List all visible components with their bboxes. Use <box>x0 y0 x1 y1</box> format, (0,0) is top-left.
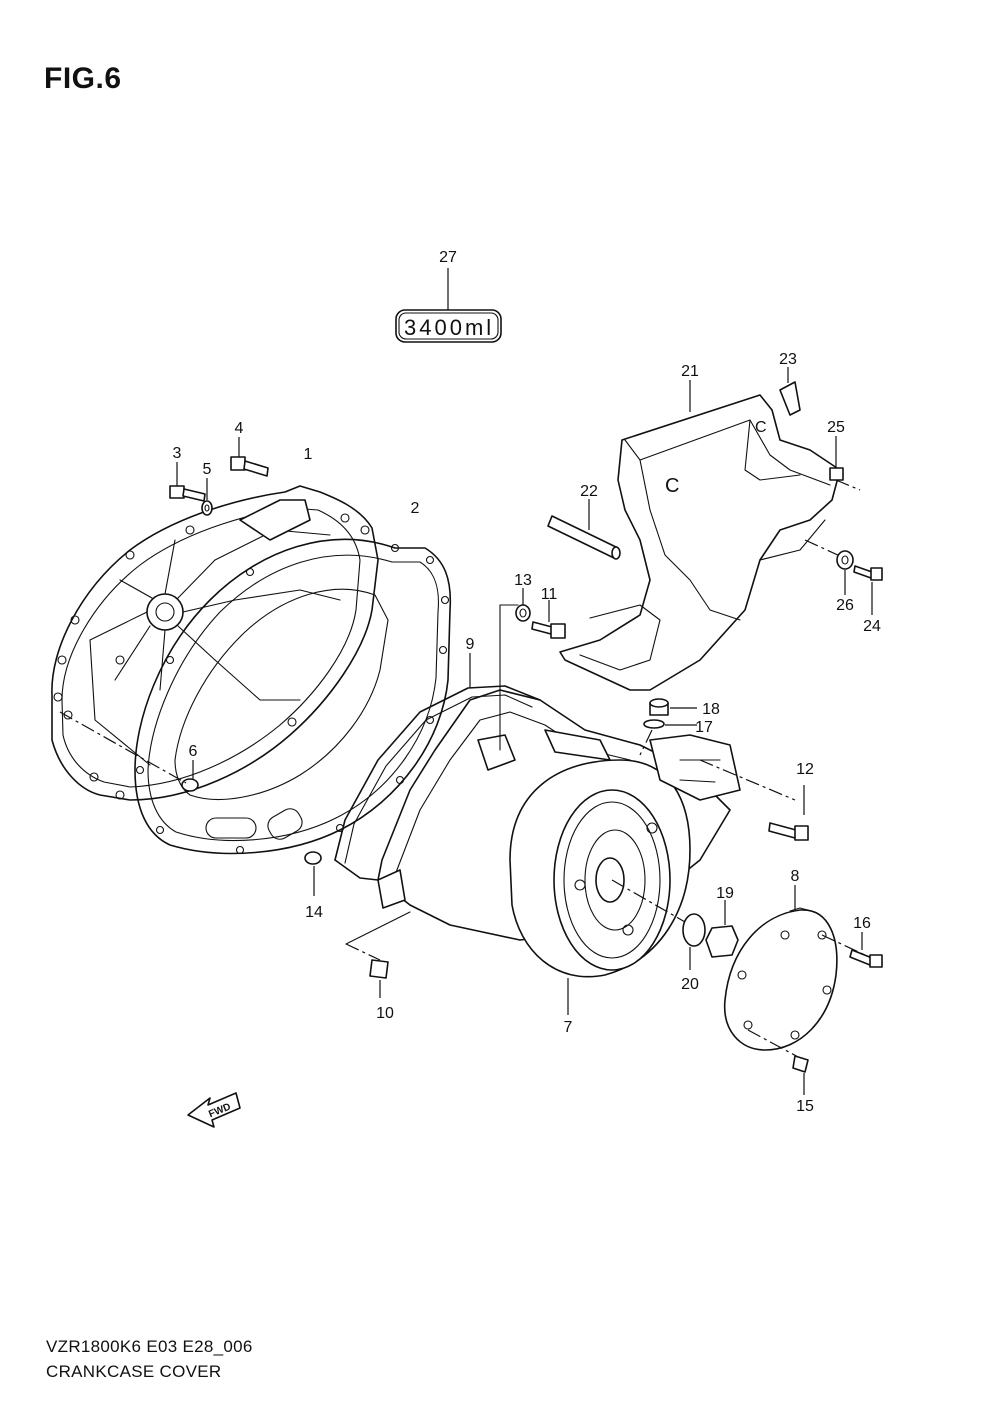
bolt-4 <box>230 437 269 477</box>
callout-15: 15 <box>796 1098 814 1115</box>
callout-24: 24 <box>863 618 881 635</box>
figure-title: FIG.6 <box>44 62 122 95</box>
callout-labels: 1 2 3 4 5 6 7 8 9 10 11 12 13 14 15 16 1… <box>173 249 881 1115</box>
callout-23: 23 <box>779 351 797 368</box>
callout-2: 2 <box>411 500 420 517</box>
o-ring-17 <box>639 719 697 756</box>
grommet-25 <box>829 436 861 491</box>
o-ring-20 <box>611 879 706 970</box>
bolt-24 <box>853 565 883 615</box>
callout-14: 14 <box>305 904 323 921</box>
bolt-16 <box>821 932 883 968</box>
svg-text:C: C <box>665 475 679 497</box>
pin-22 <box>547 499 621 560</box>
bolt-11 <box>531 600 566 639</box>
callout-5: 5 <box>203 461 212 478</box>
callout-1: 1 <box>304 446 313 463</box>
bolt-15 <box>747 1029 809 1095</box>
grommet-26 <box>804 539 854 595</box>
callout-4: 4 <box>235 420 244 437</box>
crankcase-cover-shroud: C C <box>559 380 841 691</box>
callout-26: 26 <box>836 597 854 614</box>
figure-footer: VZR1800K6 E03 E28_006 CRANKCASE COVER <box>46 1334 253 1384</box>
dowel-14 <box>304 851 322 896</box>
callout-20: 20 <box>681 976 699 993</box>
crankcase-cover-gasket <box>134 538 452 855</box>
callout-27: 27 <box>439 249 457 266</box>
fwd-arrow-icon: FWD <box>187 1092 241 1128</box>
callout-22: 22 <box>580 483 598 500</box>
seal-13 <box>499 588 531 751</box>
svg-text:C: C <box>755 419 767 436</box>
plug-18 <box>649 698 697 716</box>
bolt-12 <box>699 759 809 841</box>
plug-19 <box>705 900 739 958</box>
callout-11: 11 <box>541 586 558 603</box>
crankcase-cover-main <box>377 689 741 1015</box>
callout-12: 12 <box>796 761 814 778</box>
callout-8: 8 <box>791 868 800 885</box>
callout-18: 18 <box>702 701 720 718</box>
callout-17: 17 <box>695 719 713 736</box>
oil-quantity-box: 3400ml <box>395 268 502 343</box>
callout-3: 3 <box>173 445 182 462</box>
callout-9: 9 <box>466 636 475 653</box>
main-cover-gasket <box>334 653 541 881</box>
model-code: VZR1800K6 E03 E28_006 <box>46 1337 253 1356</box>
clutch-cover-cap <box>723 885 838 1051</box>
bolt-3 <box>169 462 206 502</box>
section-name: CRANKCASE COVER <box>46 1362 222 1381</box>
washer-5 <box>201 478 213 516</box>
callout-25: 25 <box>827 419 845 436</box>
callout-6: 6 <box>189 743 198 760</box>
callout-16: 16 <box>853 915 871 932</box>
dowel-6 <box>59 711 199 792</box>
callout-21: 21 <box>681 363 699 380</box>
quantity-box-text: 3400ml <box>404 315 494 340</box>
clip-23 <box>779 367 801 416</box>
callout-13: 13 <box>514 572 532 589</box>
callout-19: 19 <box>716 885 734 902</box>
crankcase-cover-outer <box>51 485 379 801</box>
callout-10: 10 <box>376 1005 394 1022</box>
bolt-10 <box>345 911 411 998</box>
callout-7: 7 <box>564 1019 573 1036</box>
